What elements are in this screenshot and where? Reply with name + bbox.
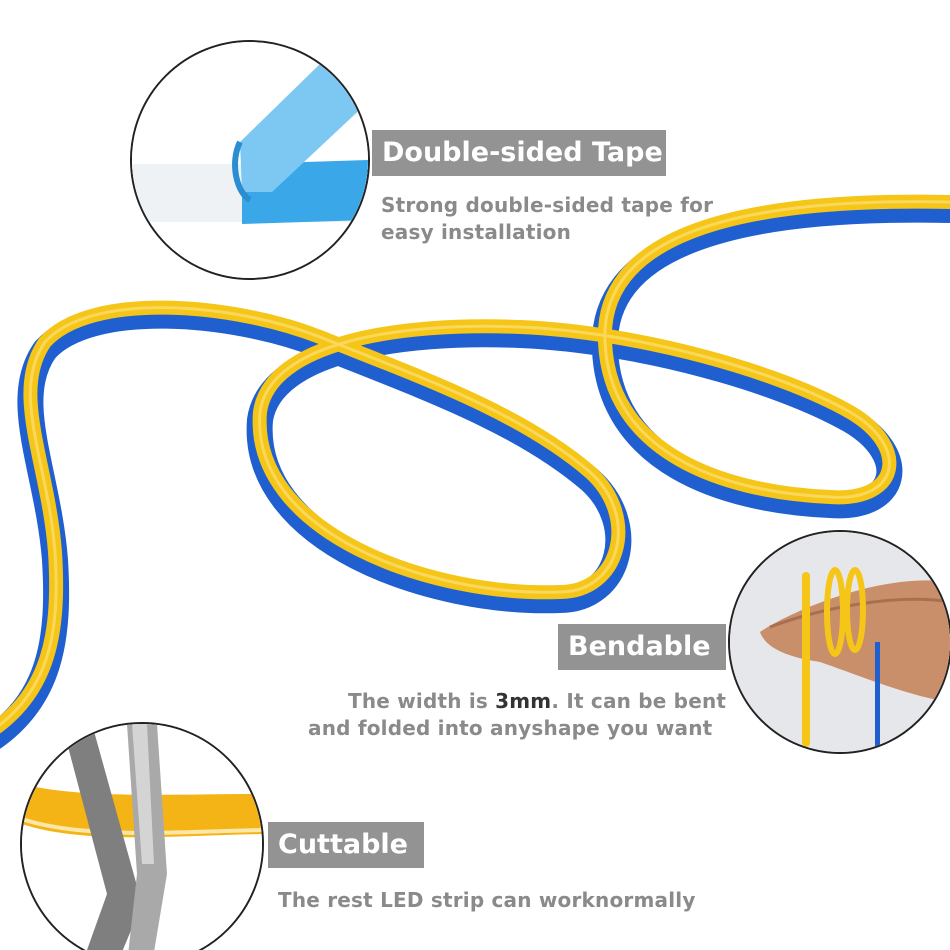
- cut-title: Cuttable: [268, 822, 424, 868]
- scissors-icon: [22, 724, 262, 950]
- tape-peel-icon: [132, 42, 368, 278]
- tape-desc-line-2: easy installation: [381, 220, 572, 244]
- bend-width-value: 3mm: [495, 689, 552, 713]
- bend-title: Bendable: [558, 624, 726, 670]
- bend-detail-circle: [728, 530, 950, 754]
- bend-desc-pre: The width is: [348, 689, 496, 713]
- bend-desc-line-2: and folded into anyshape you want: [308, 716, 713, 740]
- bend-desc-post: . It can be bent: [551, 689, 727, 713]
- tape-desc-line-1: Strong double-sided tape for: [381, 193, 714, 217]
- tape-detail-circle: [130, 40, 370, 280]
- cut-detail-circle: [20, 722, 264, 950]
- bend-desc-line-1: The width is 3mm. It can be bent: [348, 688, 726, 715]
- cut-desc: The rest LED strip can worknormally: [278, 888, 696, 912]
- hand-ring-icon: [730, 532, 950, 752]
- tape-title: Double-sided Tape: [372, 130, 666, 176]
